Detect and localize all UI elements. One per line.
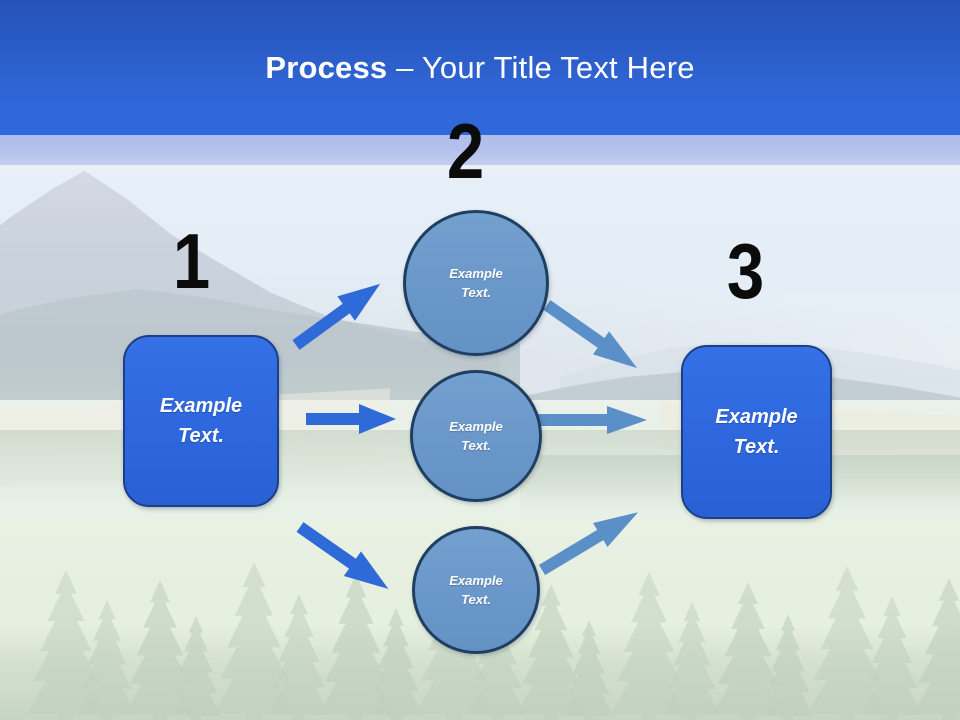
step-number-2: 2 [446, 107, 484, 195]
step-number-1: 1 [172, 217, 210, 305]
arrow-start-to-branch-2 [306, 404, 396, 434]
process-node-branch-1[interactable]: Example Text. [403, 210, 549, 356]
process-node-branch-3[interactable]: Example Text. [412, 526, 540, 654]
process-node-end[interactable]: Example Text. [681, 345, 832, 519]
process-node-branch-3-label: Example Text. [449, 573, 503, 607]
process-node-start-label: Example Text. [159, 395, 243, 447]
page-title-rest: – Your Title Text Here [387, 50, 695, 85]
process-node-branch-2[interactable]: Example Text. [410, 370, 542, 502]
header-accent-band [0, 135, 960, 165]
arrow-start-to-branch-3 [291, 515, 397, 602]
header-band [0, 0, 960, 135]
process-node-branch-1-label: Example Text. [449, 266, 503, 300]
arrow-start-to-branch-1 [287, 272, 389, 357]
page-title-strong: Process [265, 50, 388, 85]
arrow-branch-2-to-end [537, 406, 647, 434]
process-node-branch-2-label: Example Text. [449, 419, 503, 453]
step-number-3: 3 [726, 227, 764, 315]
arrow-branch-3-to-end [535, 500, 645, 582]
page-title: Process – Your Title Text Here [0, 49, 960, 87]
process-node-start[interactable]: Example Text. [123, 335, 279, 507]
arrow-branch-1-to-end [539, 294, 645, 380]
process-node-end-label: Example Text. [715, 406, 798, 458]
